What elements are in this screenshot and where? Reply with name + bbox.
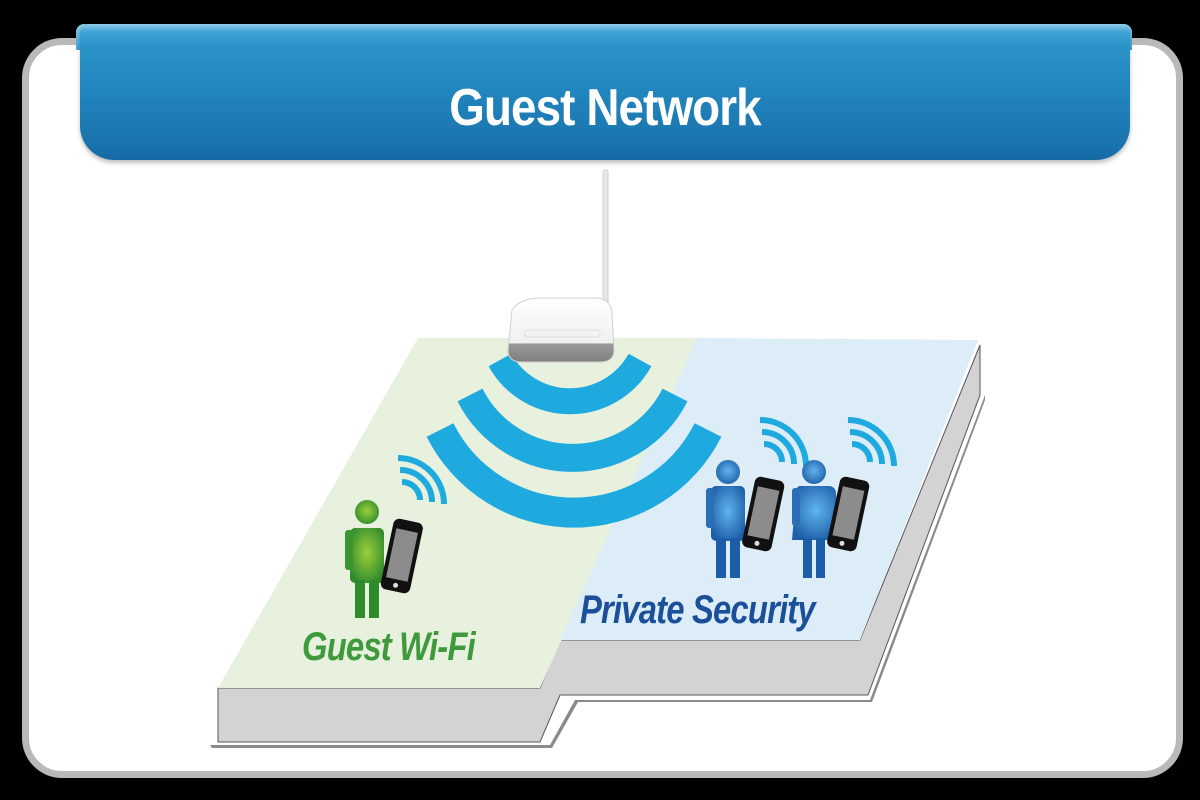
guest-wifi-label: Guest Wi-Fi <box>302 625 476 669</box>
private-user-icon <box>792 460 840 578</box>
private-wifi-signal-icon <box>847 417 897 467</box>
wireless-router-icon <box>507 169 615 363</box>
smartphone-icon <box>827 476 870 552</box>
title-banner: Guest Network <box>80 24 1130 160</box>
smartphone-icon <box>742 476 785 552</box>
guest-user-icon <box>345 500 384 618</box>
private-security-label: Private Security <box>580 588 816 632</box>
guest-wifi-signal-icon <box>397 455 447 505</box>
router-signal-icon <box>426 353 722 528</box>
smartphone-icon <box>380 518 423 594</box>
guest-zone <box>218 338 697 688</box>
page-title: Guest Network <box>449 79 761 137</box>
private-user-icon <box>706 460 745 578</box>
private-wifi-signal-icon <box>759 417 809 467</box>
